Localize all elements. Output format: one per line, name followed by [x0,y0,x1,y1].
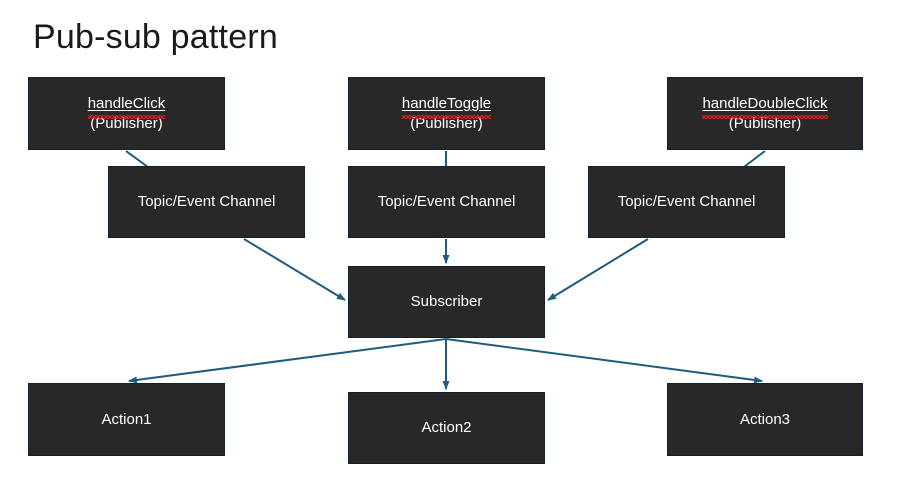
publisher-name: handleClick [87,94,166,119]
publisher-role: (Publisher) [410,114,483,132]
arrow-channel3-to-subscriber [547,238,649,301]
channel-label: Topic/Event Channel [377,193,516,210]
publisher-name: handleToggle [401,94,492,119]
spellcheck-underline-icon [702,114,828,119]
publisher-role: (Publisher) [90,114,163,132]
arrow-subscriber-to-action3 [445,338,763,384]
action-node-2[interactable]: Action2 [348,392,545,464]
publisher-node-3[interactable]: handleDoubleClick (Publisher) [667,77,863,150]
action-label: Action2 [421,419,472,436]
action-label: Action3 [739,410,791,428]
action-node-3[interactable]: Action3 [667,383,863,456]
channel-node-3[interactable]: Topic/Event Channel [588,166,785,238]
spellcheck-underline-icon [401,114,492,119]
subscriber-label: Subscriber [410,293,483,310]
publisher-node-2[interactable]: handleToggle (Publisher) [348,77,545,150]
spellcheck-underline-icon [87,114,166,119]
arrow-channel1-to-subscriber [243,238,346,301]
channel-label: Topic/Event Channel [137,193,276,210]
publisher-node-1[interactable]: handleClick (Publisher) [28,77,225,150]
page-title: Pub-sub pattern [33,18,278,56]
channel-node-1[interactable]: Topic/Event Channel [108,166,305,238]
publisher-name: handleDoubleClick [702,94,828,119]
subscriber-node[interactable]: Subscriber [348,266,545,338]
channel-label: Topic/Event Channel [617,193,756,210]
action-label: Action1 [101,410,152,428]
channel-node-2[interactable]: Topic/Event Channel [348,166,545,238]
publisher-role: (Publisher) [728,114,802,132]
action-node-1[interactable]: Action1 [28,383,225,456]
arrow-subscriber-to-action1 [128,338,447,384]
